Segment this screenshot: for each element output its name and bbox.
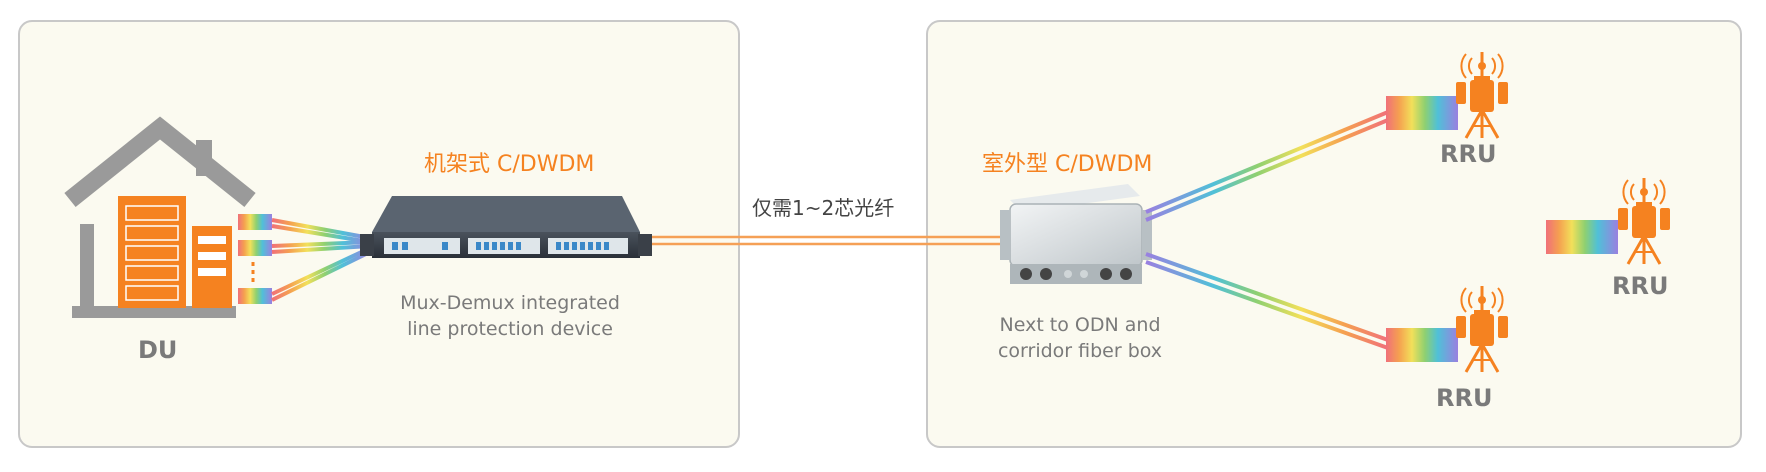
outdoor-device-desc-line2: corridor fiber box — [997, 340, 1163, 362]
outdoor-device-desc-line1: Next to ODN and — [999, 314, 1161, 336]
rack-device-description: Mux-Demux integrated line protection dev… — [385, 290, 635, 342]
du-label: DU — [138, 336, 178, 364]
outdoor-box-icon — [1000, 184, 1152, 284]
rru-label-middle: RRU — [1612, 272, 1669, 300]
rack-device-desc-line2: line protection device — [407, 318, 613, 340]
server-rack-icon — [118, 196, 232, 308]
rack-device-title: 机架式 C/DWDM — [424, 152, 595, 177]
house-icon — [64, 116, 256, 318]
rack-device-desc-line1: Mux-Demux integrated — [400, 292, 620, 314]
rru-wdm-module-icon — [1386, 96, 1618, 362]
branch-fibers — [1145, 110, 1540, 350]
fiber-count-label: 仅需1~2芯光纤 — [752, 196, 895, 220]
wdm-module-icon — [238, 214, 272, 304]
rru-label-top: RRU — [1440, 140, 1497, 168]
du-fibers — [271, 218, 371, 302]
rru-label-bottom: RRU — [1436, 384, 1493, 412]
outdoor-device-description: Next to ODN and corridor fiber box — [960, 312, 1200, 364]
rack-mux-device-icon — [360, 196, 652, 258]
cell-tower-icon — [1454, 50, 1672, 374]
trunk-fiber — [652, 235, 1008, 246]
outdoor-device-title: 室外型 C/DWDM — [982, 152, 1153, 177]
